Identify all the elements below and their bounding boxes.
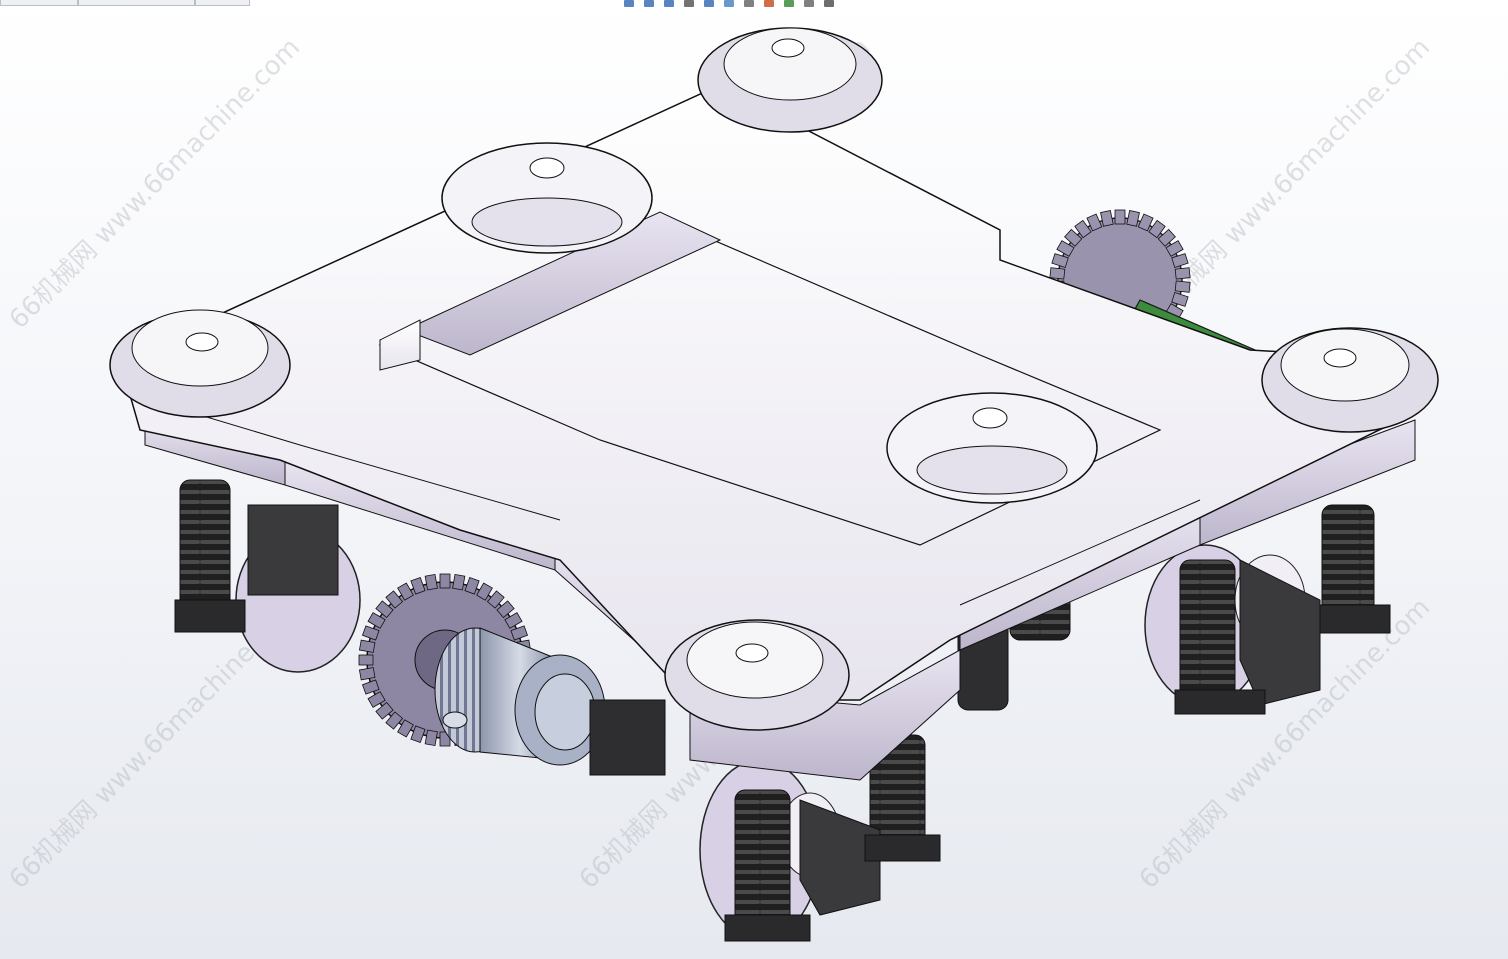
gear-tooth [397, 719, 414, 738]
gear-tooth [1174, 280, 1191, 293]
gear-tooth [1049, 267, 1066, 280]
gear-tooth [1086, 213, 1103, 232]
gear-tooth [358, 654, 374, 666]
gear-tooth [1171, 292, 1189, 307]
section-view-icon[interactable] [682, 0, 696, 8]
view-settings-icon[interactable] [802, 0, 816, 8]
watermark-text: 66机械网 www.66machine.com [4, 33, 306, 335]
zoom-area-icon[interactable] [642, 0, 656, 8]
corner-mounts [109, 27, 1439, 731]
corner-mount-right [1261, 327, 1439, 433]
heads-up-view-toolbar[interactable] [622, 0, 836, 10]
front-wheelset [699, 734, 941, 942]
corner-mount-top [697, 27, 883, 133]
corner-mount-left [109, 309, 291, 418]
gear-tooth [358, 639, 376, 653]
gear-tooth [1148, 219, 1166, 239]
gear-tooth [410, 576, 426, 595]
gear-tooth [397, 582, 414, 601]
zoom-to-fit-icon[interactable] [622, 0, 636, 8]
gear-tooth [486, 590, 505, 609]
gear-tooth [476, 582, 493, 601]
gear-tooth [1064, 228, 1083, 247]
gear-tooth [452, 573, 466, 591]
corner-mount-front [664, 619, 850, 731]
gear-tooth [510, 625, 529, 641]
tab-configuration-manager[interactable] [195, 0, 250, 6]
gear-tooth [375, 701, 394, 720]
gear-tooth [424, 573, 438, 591]
gear-tooth [1100, 210, 1114, 227]
gear-tooth [1126, 210, 1140, 227]
gear-tooth [375, 600, 394, 619]
spring-plates [441, 142, 1098, 504]
gear-tooth [439, 573, 451, 589]
gear-tooth [410, 725, 426, 744]
gear-tooth [1114, 209, 1126, 225]
gear-tooth [1056, 240, 1075, 257]
display-style-icon[interactable] [722, 0, 736, 8]
gear-tooth [424, 729, 438, 747]
feature-manager-tabs[interactable] [0, 0, 250, 6]
gear-tooth [1165, 240, 1184, 257]
gear-tooth [1074, 219, 1092, 239]
hide-show-icon[interactable] [742, 0, 756, 8]
view-orientation-icon[interactable] [702, 0, 716, 8]
gear-tooth [361, 625, 380, 641]
edit-appearance-icon[interactable] [762, 0, 776, 8]
gear-tooth [361, 679, 380, 695]
previous-view-icon[interactable] [662, 0, 676, 8]
bogie-frame [119, 84, 1421, 781]
display-monitor-icon[interactable] [822, 0, 836, 8]
tab-property-manager[interactable] [78, 0, 195, 6]
left-wheelset [174, 479, 361, 673]
apply-scene-icon[interactable] [782, 0, 796, 8]
gear-tooth [504, 612, 523, 629]
gear-tooth [358, 667, 376, 681]
right-wheelset [1144, 504, 1391, 715]
drive-motor [434, 627, 666, 776]
gear-tooth [1137, 213, 1154, 232]
gear-tooth [1157, 228, 1176, 247]
gear-tooth [367, 691, 386, 708]
gear-tooth [1171, 253, 1189, 268]
tab-feature-tree[interactable] [0, 0, 78, 6]
gear-tooth [367, 612, 386, 629]
gear-tooth [496, 600, 515, 619]
gear-tooth [1051, 253, 1069, 268]
gear-tooth [385, 711, 404, 730]
gear-tooth [1174, 267, 1191, 280]
gear-tooth [385, 590, 404, 609]
gear-tooth [464, 576, 480, 595]
